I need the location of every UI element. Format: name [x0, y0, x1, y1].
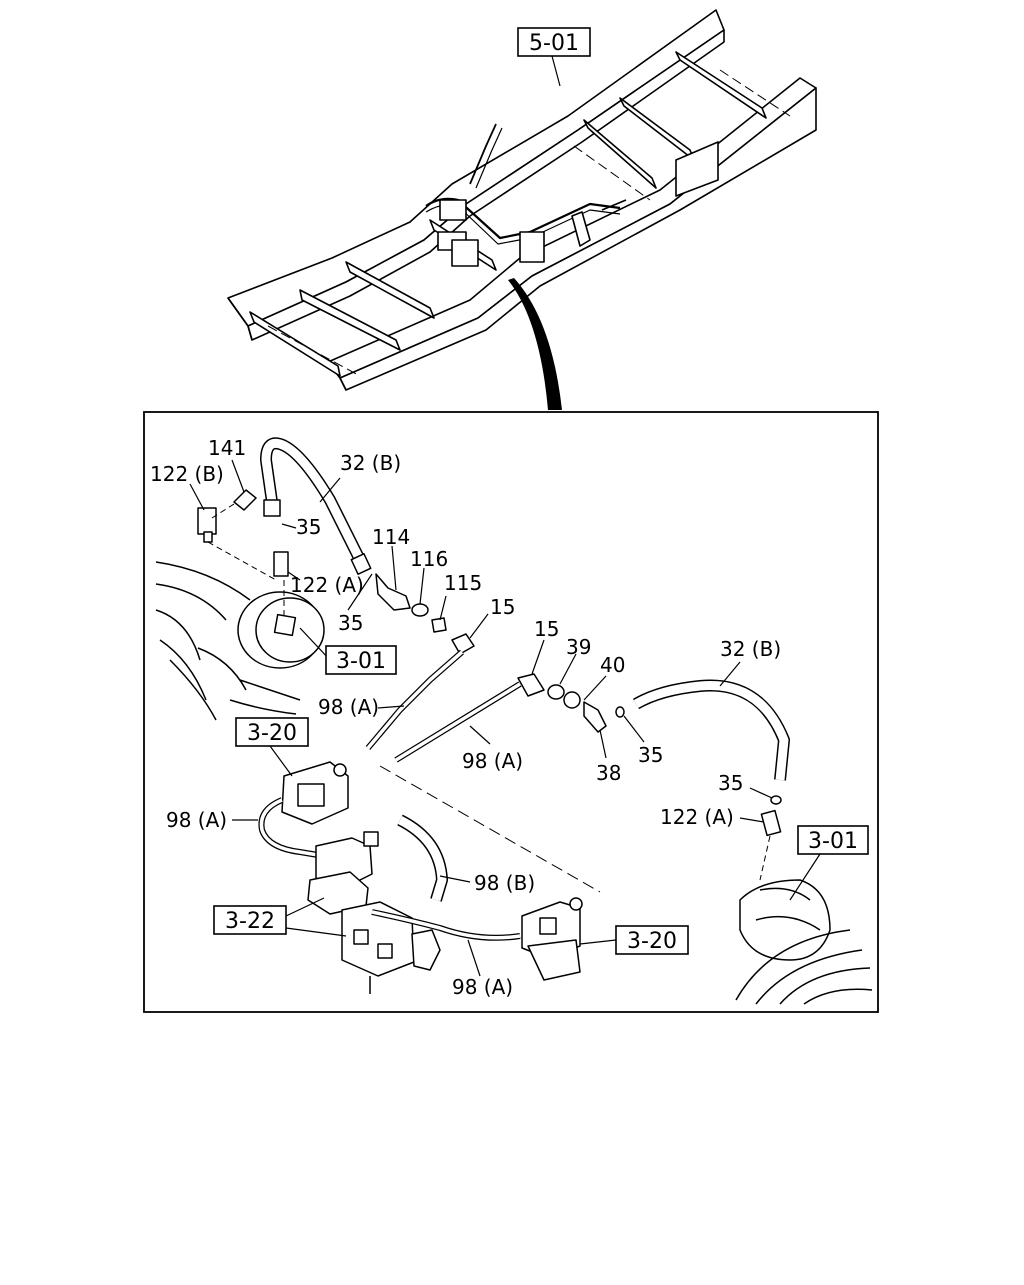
svg-text:3-20: 3-20 — [247, 721, 297, 746]
ref-valve-right: 3-20 — [615, 925, 689, 955]
part-labels: 141 122 (B) 32 (B) 35 114 116 115 15 122… — [150, 436, 781, 999]
part-label-98a-3: 98 (A) — [166, 808, 227, 832]
svg-text:3-01: 3-01 — [336, 649, 386, 674]
part-label-122a-right: 122 (A) — [660, 805, 734, 829]
part-label-35-c: 35 — [638, 743, 663, 767]
part-label-98a-4: 98 (A) — [452, 975, 513, 999]
part-label-122b: 122 (B) — [150, 462, 224, 486]
part-label-116: 116 — [410, 547, 448, 571]
svg-text:3-01: 3-01 — [808, 829, 858, 854]
part-label-15-a: 15 — [490, 595, 515, 619]
part-label-40: 40 — [600, 653, 625, 677]
detail-pointer-arrow — [508, 278, 562, 410]
svg-text:5-01: 5-01 — [529, 31, 579, 56]
part-label-35-d: 35 — [718, 771, 743, 795]
ref-axle-left: 3-01 — [325, 645, 397, 675]
part-label-35-a: 35 — [296, 515, 321, 539]
part-label-141: 141 — [208, 436, 246, 460]
detail-drawing — [155, 437, 873, 1005]
svg-text:3-22: 3-22 — [225, 909, 275, 934]
part-label-32b-top: 32 (B) — [340, 451, 401, 475]
part-label-98a-1: 98 (A) — [318, 695, 379, 719]
part-label-114: 114 — [372, 525, 410, 549]
part-label-115: 115 — [444, 571, 482, 595]
part-label-32b-right: 32 (B) — [720, 637, 781, 661]
ref-frame-5-01: 5-01 — [517, 27, 591, 87]
ref-valve-left: 3-20 — [235, 717, 309, 747]
part-label-98b: 98 (B) — [474, 871, 535, 895]
svg-text:3-20: 3-20 — [627, 929, 677, 954]
chassis-frame — [227, 9, 817, 391]
part-label-98a-2: 98 (A) — [462, 749, 523, 773]
ref-valve-center: 3-22 — [213, 905, 287, 935]
part-label-35-b: 35 — [338, 611, 363, 635]
part-label-38: 38 — [596, 761, 621, 785]
part-label-122a-left: 122 (A) — [290, 573, 364, 597]
part-label-15-b: 15 — [534, 617, 559, 641]
leader-lines — [189, 459, 821, 977]
ref-axle-right: 3-01 — [797, 825, 869, 855]
part-label-39: 39 — [566, 635, 591, 659]
